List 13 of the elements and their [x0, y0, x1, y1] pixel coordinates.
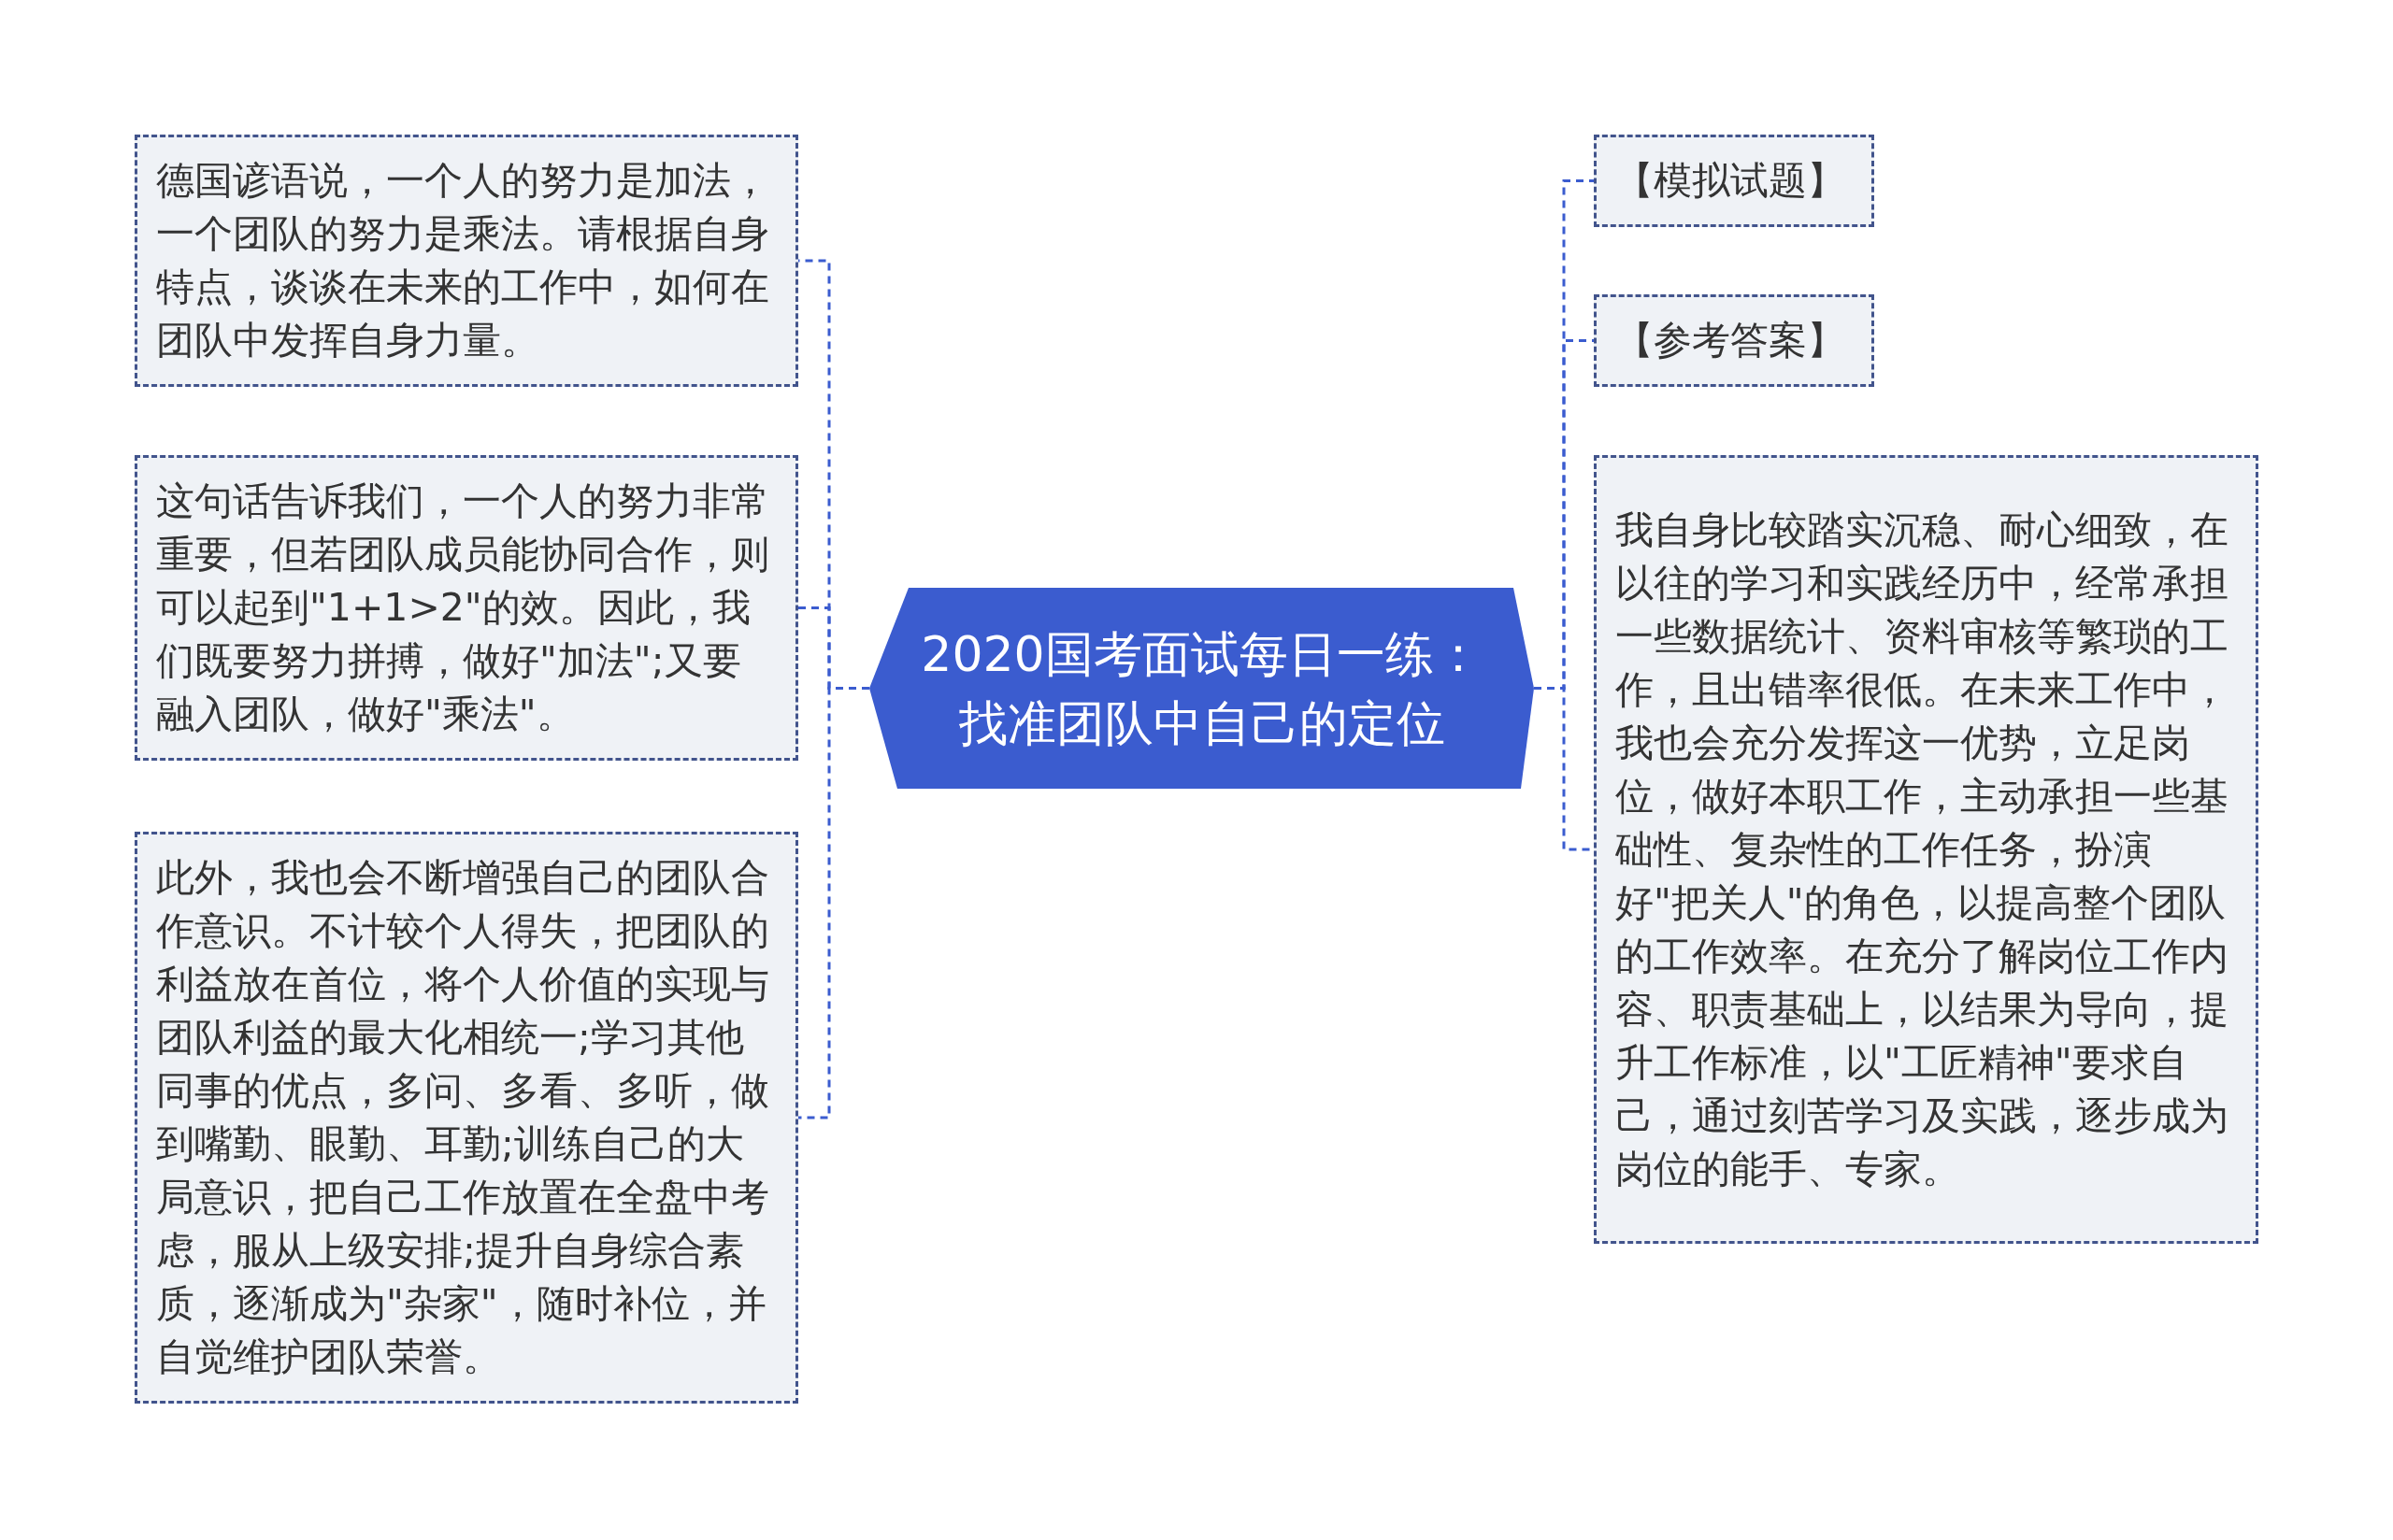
topic-text: 2020国考面试每日一练：找准团队中自己的定位 — [920, 624, 1483, 753]
topic-box — [1594, 294, 1874, 387]
topic-text: 德国谚语说，一个人的努力是加法，一个团队的努力是乘法。请根据自身特点，谈谈在未来的工作中，如何在团队中发挥自身力量。 — [156, 157, 770, 364]
topic-box — [135, 455, 798, 761]
topic-box — [1594, 455, 2258, 1244]
topic-text: 【模拟试题】 — [1615, 157, 1846, 205]
topic-box — [135, 135, 798, 387]
topic-box — [1594, 135, 1874, 227]
central-topic — [869, 588, 1534, 789]
topic-text: 我自身比较踏实沉稳、耐心细致，在以往的学习和实践经历中，经常承担一些数据统计、资料审核等繁琐的工作，且出错率很低。在未来工作中，我也会充分发挥这一优势，立足岗位，做好本职工作，主动承担一些基础性、复杂性的工作任务，扮演好"把关人"的角色，以提高整个团队的工作效率。在充分了解岗位工作内容、职责基础上，以结果为导向，提升工作标准，以"工匠精神"要求自己，通过刻苦学习及实践，逐步成为岗位的能手、专家。 — [1615, 506, 2229, 1193]
topic-text: 这句话告诉我们，一个人的努力非常重要，但若团队成员能协同合作，则可以起到"1+1>2"的效。因此，我们既要努力拼搏，做好"加法";又要融入团队，做好"乘法"。 — [156, 478, 770, 738]
topic-text: 【参考答案】 — [1615, 317, 1846, 364]
topic-text: 此外，我也会不断增强自己的团队合作意识。不计较个人得失，把团队的利益放在首位，将个人价值的实现与团队利益的最大化相统一;学习其他同事的优点，多问、多看、多听，做到嘴勤、眼勤、耳勤;训练自己的大局意识，把自己工作放置在全盘中考虑，服从上级安排;提升自身综合素质，逐渐成为"杂家"，随时补位，并自觉维护团队荣誉。 — [156, 854, 770, 1381]
